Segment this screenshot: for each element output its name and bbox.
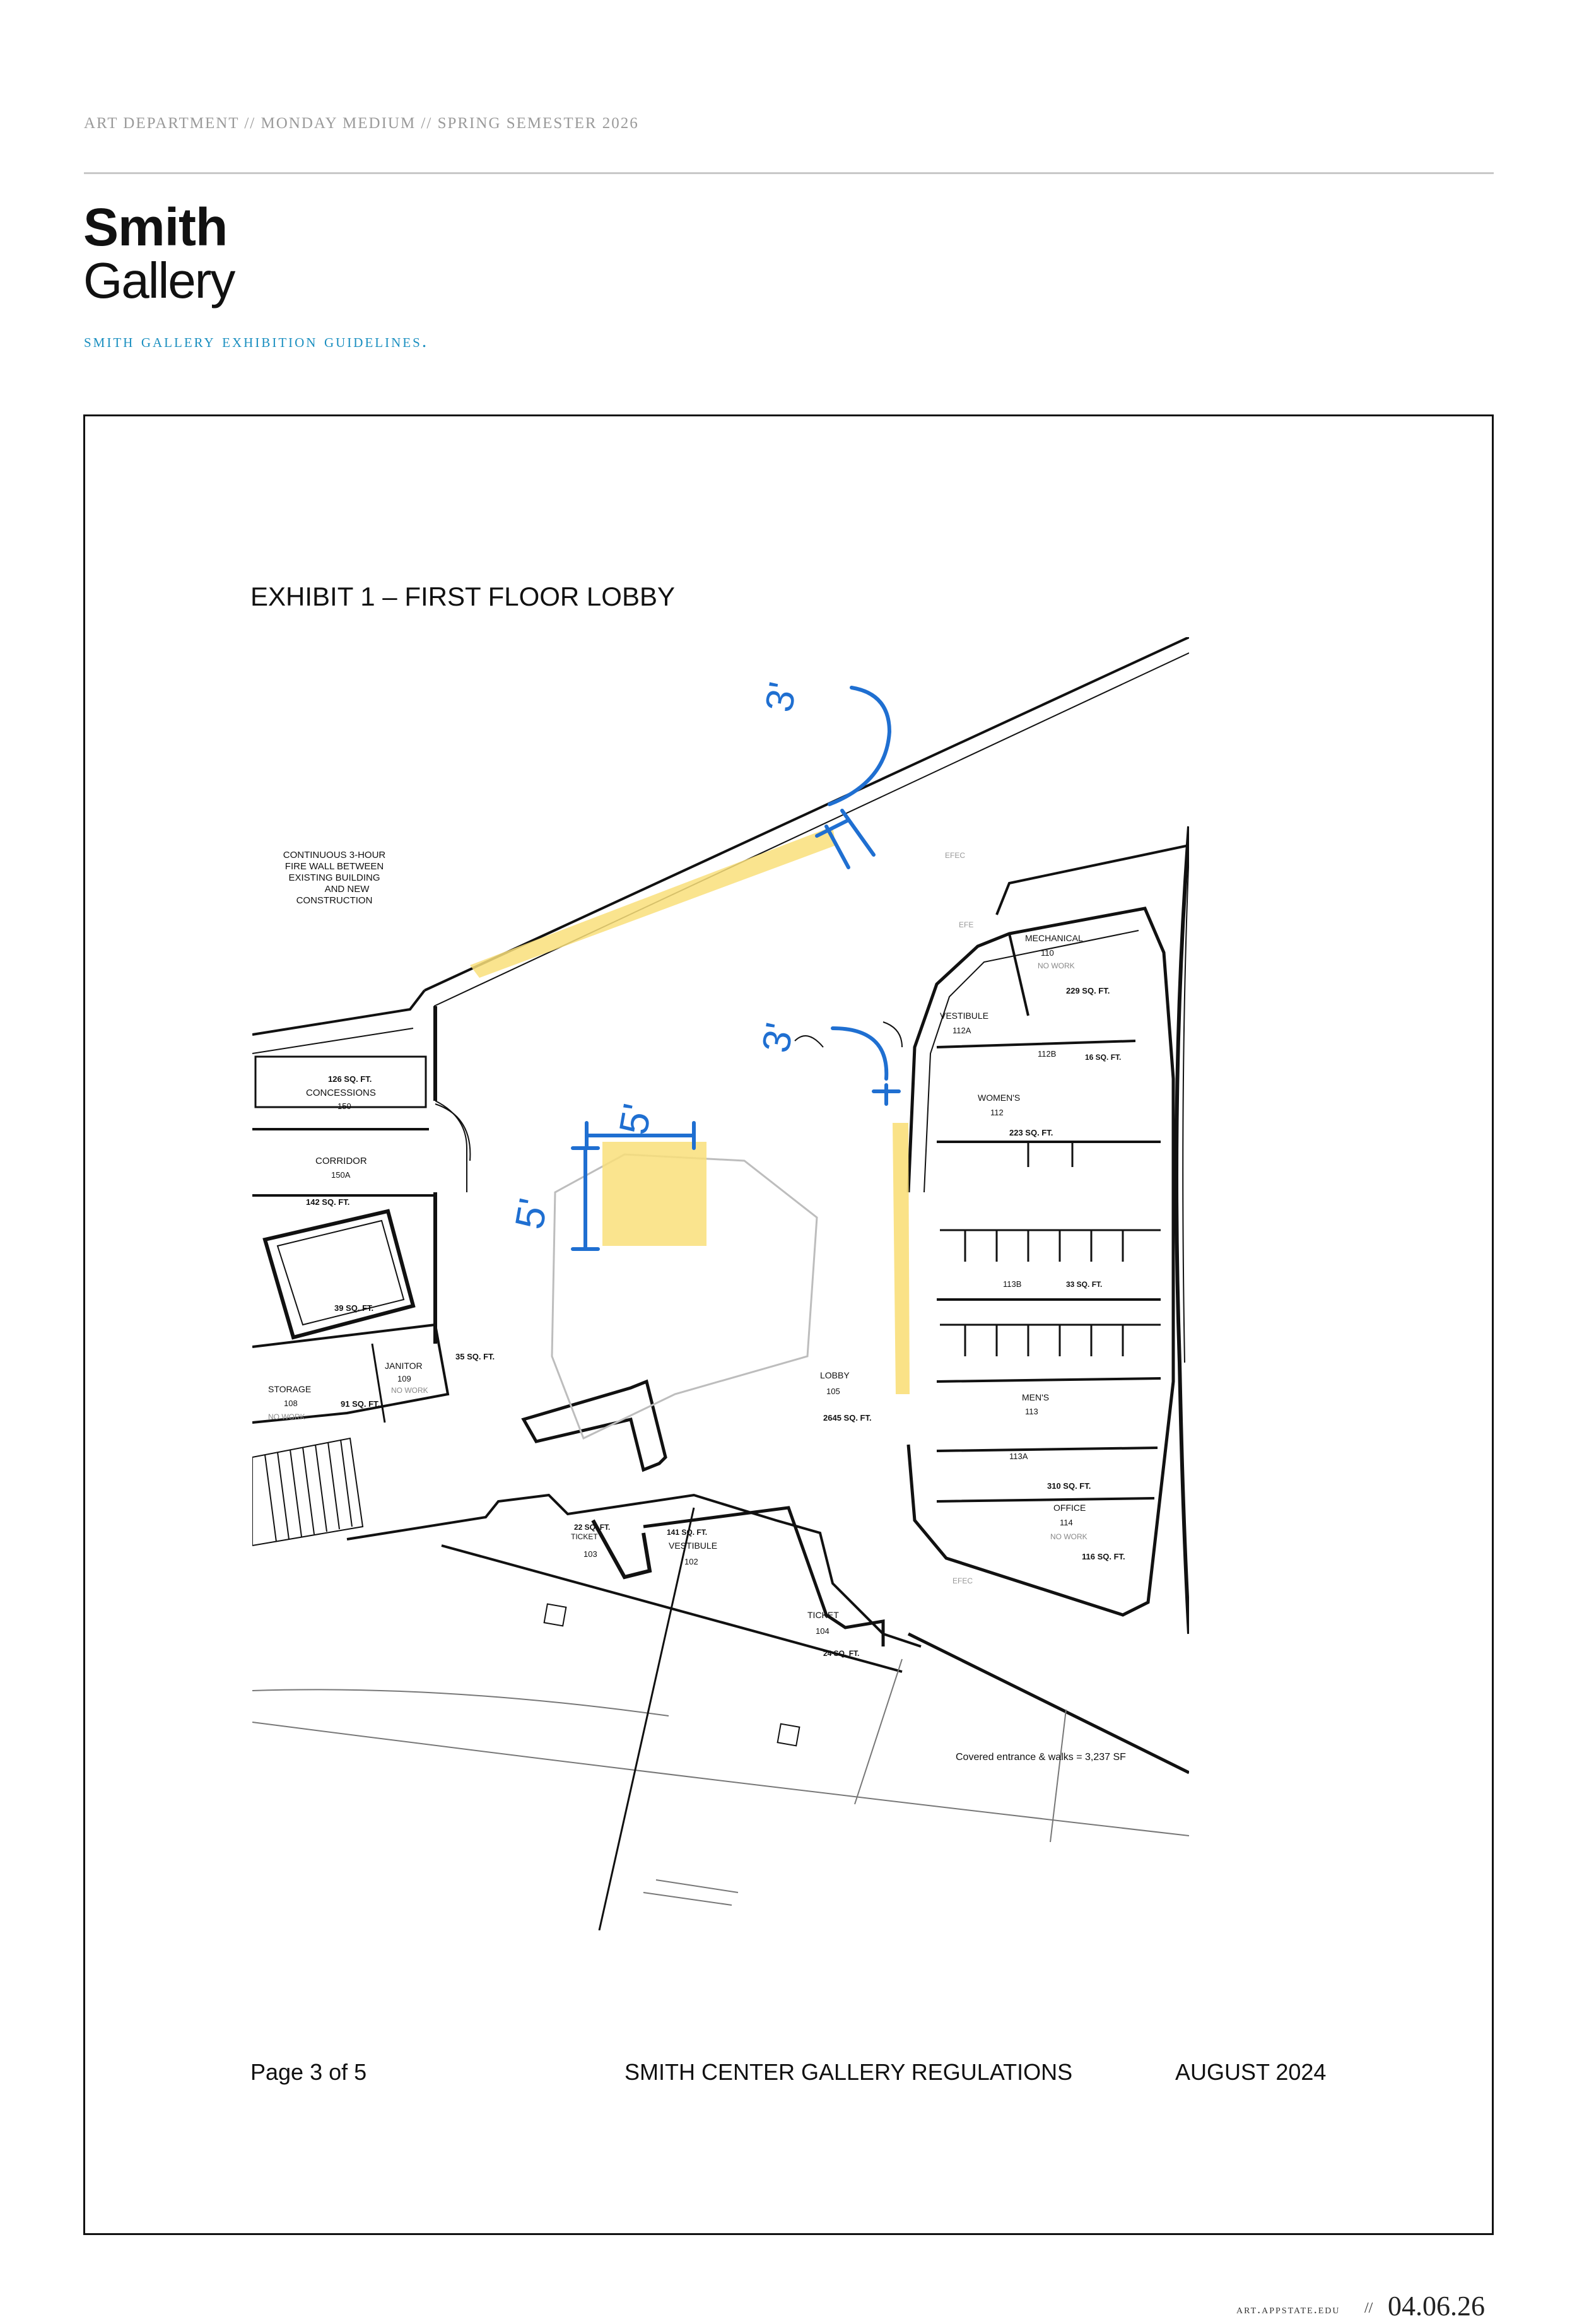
svg-text:310 SQ. FT.: 310 SQ. FT. <box>1047 1481 1091 1491</box>
svg-text:112A: 112A <box>953 1026 971 1035</box>
svg-text:CONCESSIONS: CONCESSIONS <box>306 1088 376 1098</box>
svg-text:WOMEN'S: WOMEN'S <box>978 1093 1020 1103</box>
svg-text:114: 114 <box>1060 1518 1073 1527</box>
svg-text:NO WORK: NO WORK <box>268 1412 305 1421</box>
document-subtitle: smith gallery exhibition guidelines. <box>84 331 429 351</box>
lobby-top-wall <box>424 637 1189 992</box>
svg-text:91 SQ. FT.: 91 SQ. FT. <box>341 1399 380 1409</box>
svg-text:229 SQ. FT.: 229 SQ. FT. <box>1066 986 1110 995</box>
svg-text:141 SQ. FT.: 141 SQ. FT. <box>667 1528 707 1537</box>
svg-text:150A: 150A <box>331 1170 351 1180</box>
svg-text:24 SQ. FT.: 24 SQ. FT. <box>823 1649 859 1658</box>
svg-text:VESTIBULE: VESTIBULE <box>669 1541 717 1551</box>
footer-date: AUGUST 2024 <box>1175 2059 1327 2085</box>
svg-text:113B: 113B <box>1003 1279 1021 1289</box>
fire-wall-note-3: EXISTING BUILDING <box>288 872 380 883</box>
svg-text:MEN'S: MEN'S <box>1022 1392 1049 1402</box>
fire-wall-note-5: CONSTRUCTION <box>296 895 373 906</box>
svg-text:109: 109 <box>397 1374 411 1383</box>
svg-text:TICKET: TICKET <box>807 1610 839 1620</box>
svg-text:116 SQ. FT.: 116 SQ. FT. <box>1082 1552 1125 1561</box>
logo-gallery: Gallery <box>83 252 235 308</box>
lobby-label: LOBBY <box>820 1370 850 1380</box>
bottom-url[interactable]: art.appstate.edu <box>1236 2303 1340 2316</box>
svg-text:39 SQ. FT.: 39 SQ. FT. <box>334 1303 373 1313</box>
svg-text:NO WORK: NO WORK <box>1038 961 1075 970</box>
svg-text:112: 112 <box>990 1108 1004 1117</box>
svg-text:102: 102 <box>684 1557 698 1566</box>
gallery-hexagon <box>551 1153 818 1440</box>
header-top-line: ART DEPARTMENT // MONDAY MEDIUM // SPRIN… <box>84 115 639 132</box>
svg-text:142 SQ. FT.: 142 SQ. FT. <box>306 1197 349 1207</box>
svg-text:NO WORK: NO WORK <box>1050 1532 1087 1541</box>
svg-text:110: 110 <box>1041 948 1054 958</box>
svg-text:113A: 113A <box>1009 1452 1028 1461</box>
covered-entrance-note: Covered entrance & walks = 3,237 SF <box>956 1752 1126 1763</box>
svg-text:22 SQ. FT.: 22 SQ. FT. <box>574 1523 610 1532</box>
svg-text:35 SQ. FT.: 35 SQ. FT. <box>455 1352 495 1361</box>
svg-text:EFE: EFE <box>959 920 973 929</box>
fire-wall-note-2: FIRE WALL BETWEEN <box>285 861 384 872</box>
annotation-square-width: 5' <box>611 1100 660 1138</box>
annotation-square-height: 5' <box>507 1195 556 1233</box>
highlight-top-wall <box>470 826 836 978</box>
exhibit-frame <box>83 414 1494 2235</box>
fire-wall-note-4: AND NEW <box>325 884 370 895</box>
header-divider <box>84 172 1494 174</box>
highlight-side-wall <box>893 1123 910 1394</box>
svg-text:JANITOR: JANITOR <box>385 1361 423 1371</box>
svg-text:150: 150 <box>337 1101 351 1111</box>
svg-text:112B: 112B <box>1038 1049 1056 1059</box>
floor-plan: 3' 3' 5' 5' CONTINUOUS 3-HOUR FIRE WALL … <box>252 637 1189 1930</box>
svg-text:113: 113 <box>1025 1407 1038 1416</box>
svg-text:VESTIBULE: VESTIBULE <box>940 1011 988 1021</box>
logo-smith: Smith <box>83 197 228 257</box>
svg-text:MECHANICAL: MECHANICAL <box>1025 933 1083 943</box>
svg-text:104: 104 <box>816 1626 830 1636</box>
svg-text:CORRIDOR: CORRIDOR <box>315 1156 367 1166</box>
svg-text:108: 108 <box>284 1399 298 1408</box>
fire-wall-note-1: CONTINUOUS 3-HOUR <box>283 850 386 860</box>
svg-text:2645 SQ. FT.: 2645 SQ. FT. <box>823 1413 872 1423</box>
annotation-side-dim: 3' <box>754 1019 802 1056</box>
exhibit-title: EXHIBIT 1 – FIRST FLOOR LOBBY <box>250 582 675 611</box>
highlight-square <box>602 1142 706 1246</box>
svg-text:EFEC: EFEC <box>945 851 965 860</box>
footer-regulations-title: SMITH CENTER GALLERY REGULATIONS <box>624 2059 1073 2085</box>
svg-text:EFEC: EFEC <box>953 1576 973 1585</box>
svg-text:126 SQ. FT.: 126 SQ. FT. <box>328 1074 372 1084</box>
bottom-separator: // <box>1364 2300 1373 2316</box>
footer-page-number: Page 3 of 5 <box>250 2059 367 2085</box>
svg-text:NO WORK: NO WORK <box>391 1386 428 1395</box>
svg-text:OFFICE: OFFICE <box>1053 1503 1086 1513</box>
svg-text:16 SQ. FT.: 16 SQ. FT. <box>1085 1053 1121 1062</box>
svg-text:TICKET: TICKET <box>571 1532 598 1541</box>
svg-text:103: 103 <box>583 1549 597 1559</box>
svg-text:STORAGE: STORAGE <box>268 1384 311 1394</box>
svg-text:223 SQ. FT.: 223 SQ. FT. <box>1009 1128 1053 1137</box>
annotation-top-dim: 3' <box>757 679 805 715</box>
svg-text:105: 105 <box>826 1387 840 1396</box>
bottom-date: 04.06.26 <box>1388 2291 1485 2321</box>
svg-text:33 SQ. FT.: 33 SQ. FT. <box>1066 1280 1102 1289</box>
